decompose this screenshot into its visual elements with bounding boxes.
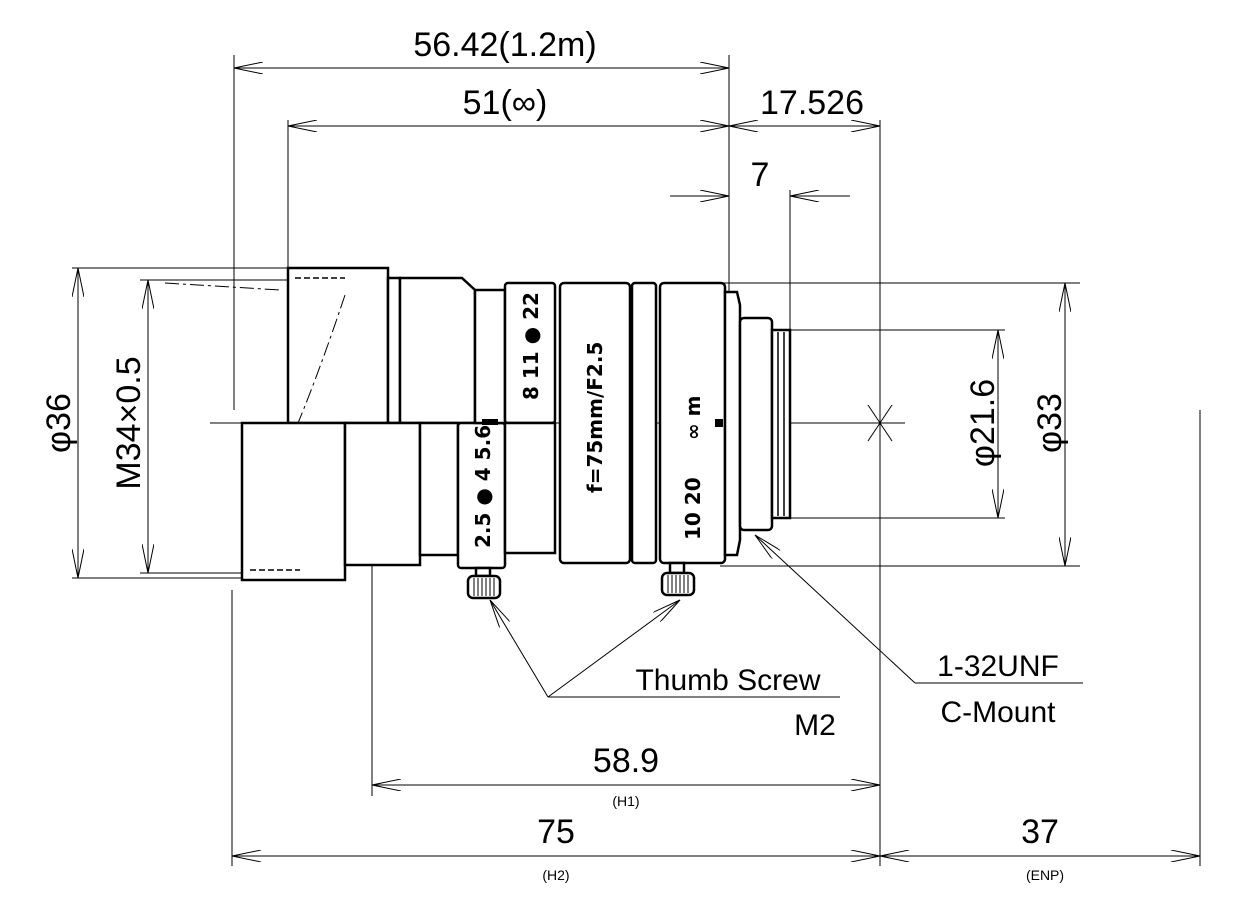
dim-h1-value: 58.9 [593, 742, 659, 780]
dim-h2-value: 75 [537, 813, 575, 851]
dim-rear-diameter: φ21.6 [964, 379, 1002, 467]
callout-thumb-screw-size: M2 [794, 709, 836, 742]
dimension-lines [78, 68, 1200, 856]
thumb-screw-aperture [466, 566, 502, 600]
callout-thread: 1-32UNF [937, 650, 1059, 683]
focus-scale-lower: 10 20 [681, 477, 705, 540]
focus-scale-upper: ∞ m [681, 396, 705, 440]
dim-overall-1-2m: 56.42(1.2m) [413, 26, 596, 64]
lens-body [164, 266, 792, 582]
dim-body-diameter: φ33 [1031, 393, 1069, 453]
dim-overall-infinity: 51(∞) [463, 84, 548, 122]
dim-enp-value: 37 [1021, 813, 1059, 851]
aperture-scale-upper: 8 11 ● 22 [519, 292, 543, 400]
dim-h2-label: (H2) [542, 867, 569, 883]
dim-h1-label: (H1) [612, 793, 639, 809]
dim-filter-thread: M34×0.5 [110, 356, 148, 489]
dim-front-diameter: φ36 [40, 393, 78, 453]
focal-length-marking: f=75mm/F2.5 [583, 342, 607, 493]
aperture-scale-lower: 2.5 ● 4 5.6 [471, 425, 495, 548]
thumb-screw-focus [660, 561, 696, 597]
dim-enp-label: (ENP) [1026, 867, 1064, 883]
dim-mount-depth: 7 [751, 156, 770, 194]
leader-lines [490, 535, 1083, 698]
extension-lines [72, 55, 1201, 866]
callout-mount: C-Mount [940, 696, 1056, 729]
dim-flange-back: 17.526 [760, 84, 864, 122]
callout-thumb-screw: Thumb Screw [635, 664, 820, 697]
